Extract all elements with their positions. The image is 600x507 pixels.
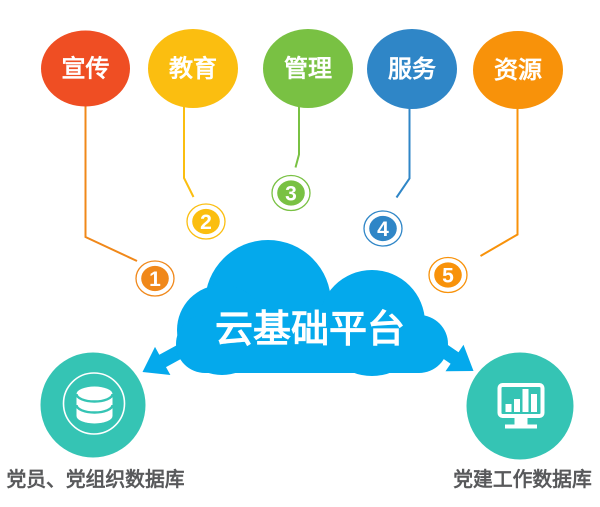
database-icon-gap-1: [75, 393, 114, 403]
connector-line-2: [183, 104, 195, 198]
step-badge-3: 3: [271, 174, 311, 212]
service-bubble-2: 教育: [148, 29, 238, 108]
service-bubble-1-label: 宣传: [62, 55, 110, 83]
step-badge-4-disc: [369, 215, 397, 242]
service-bubble-2-label: 教育: [169, 55, 217, 83]
step-badge-4: 4: [363, 210, 403, 247]
connector-line-3: [294, 104, 300, 168]
step-badge-3-number: 3: [285, 183, 297, 206]
cloud-base: [176, 315, 448, 373]
step-badge-2-number: 2: [200, 211, 212, 234]
step-badge-4-number: 4: [377, 218, 389, 241]
monitor-chart-icon-screen: [497, 383, 545, 418]
service-bubble-1: 宣传: [41, 30, 130, 107]
step-badge-1-disc: [141, 265, 169, 292]
monitor-chart-icon-bar-2: [514, 399, 520, 412]
service-bubble-3-shape: [263, 29, 353, 108]
cloud-platform-label: 云基础平台: [215, 309, 405, 351]
database-label-left: 党员、党组织数据库: [6, 468, 184, 491]
step-badge-2: 2: [186, 203, 226, 240]
step-badge-3-disc: [277, 180, 305, 206]
monitor-chart-icon: [497, 383, 545, 429]
cloud-platform: 云基础平台: [142, 240, 474, 376]
service-bubble-4-label: 服务: [388, 55, 437, 83]
database-icon: [75, 386, 114, 424]
service-bubble-4: 服务: [367, 29, 457, 109]
connector-lines: [84, 104, 519, 262]
monitor-chart-icon-stand: [514, 418, 528, 425]
service-bubble-3: 管理: [263, 29, 353, 108]
monitor-chart-icon-bar-1: [505, 404, 512, 412]
step-badge-1: 1: [135, 260, 175, 297]
connector-line-5: [479, 104, 519, 257]
connector-line-1: [84, 104, 138, 262]
step-badge-5-disc: [434, 262, 462, 288]
monitor-chart-icon-bar-4: [531, 394, 537, 412]
service-bubble-4-shape: [367, 29, 457, 109]
connector-line-4: [395, 104, 411, 199]
database-node-left-ring: [62, 372, 126, 435]
service-bubble-1-shape: [41, 30, 130, 107]
step-badge-5: 5: [428, 256, 468, 294]
service-bubble-5-shape: [473, 31, 563, 109]
monitor-chart-icon-bar-3: [522, 389, 529, 412]
database-label-right: 党建工作数据库: [453, 468, 592, 491]
service-bubble-3-label: 管理: [284, 55, 332, 83]
step-badge-5-number: 5: [442, 265, 454, 288]
service-bubble-5-label: 资源: [494, 57, 542, 84]
monitor-chart-icon-base: [505, 424, 537, 429]
step-badge-1-number: 1: [149, 268, 161, 291]
database-icon-body: [76, 386, 113, 424]
step-badge-2-disc: [192, 208, 220, 235]
database-node-left: [40, 352, 146, 458]
database-icon-gap-2: [75, 404, 114, 414]
service-bubble-5: 资源: [473, 31, 563, 109]
database-node-right: [466, 352, 574, 460]
service-bubble-2-shape: [148, 29, 238, 108]
